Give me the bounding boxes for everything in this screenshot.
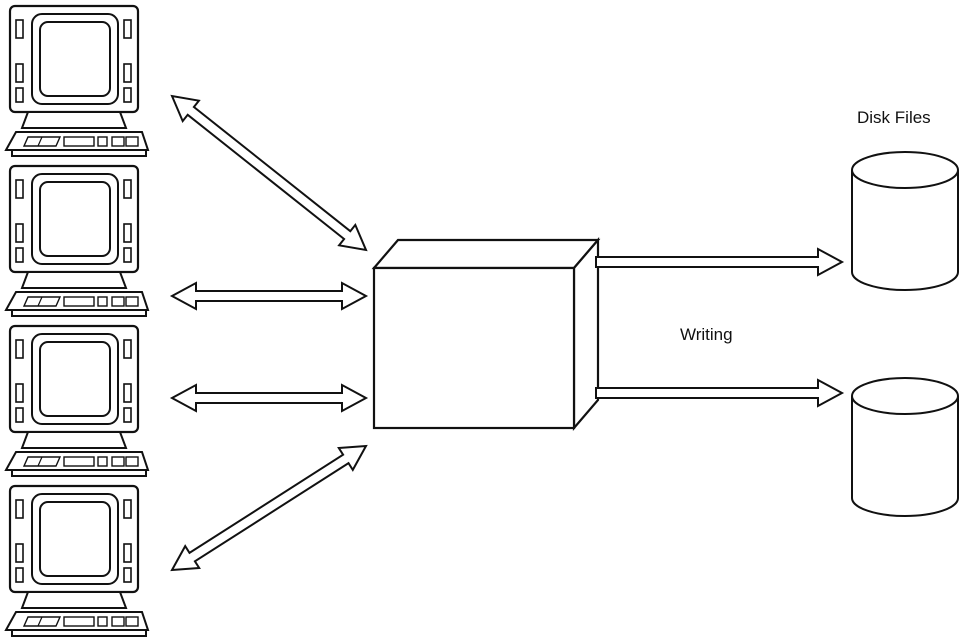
disk-connections [595, 247, 845, 408]
terminal-1 [4, 4, 150, 158]
disk-files-label: Disk Files [857, 108, 931, 127]
central-unit [371, 237, 601, 431]
terminal-connections [169, 94, 369, 572]
arrow-terminal-3-to-central-unit [169, 383, 369, 413]
terminal-3 [4, 324, 150, 478]
writing-label: Writing [680, 325, 733, 344]
arrow-central-unit-to-disk-1 [595, 247, 845, 277]
arrow-central-unit-to-disk-2 [595, 378, 845, 408]
terminal-2 [4, 164, 150, 318]
arrow-terminal-2-to-central-unit [169, 281, 369, 311]
disk-2 [851, 377, 959, 517]
arrow-terminal-4-to-central-unit [170, 444, 368, 572]
arrow-terminal-1-to-central-unit [170, 94, 368, 252]
terminal-4 [4, 484, 150, 638]
disk-1 [851, 151, 959, 291]
